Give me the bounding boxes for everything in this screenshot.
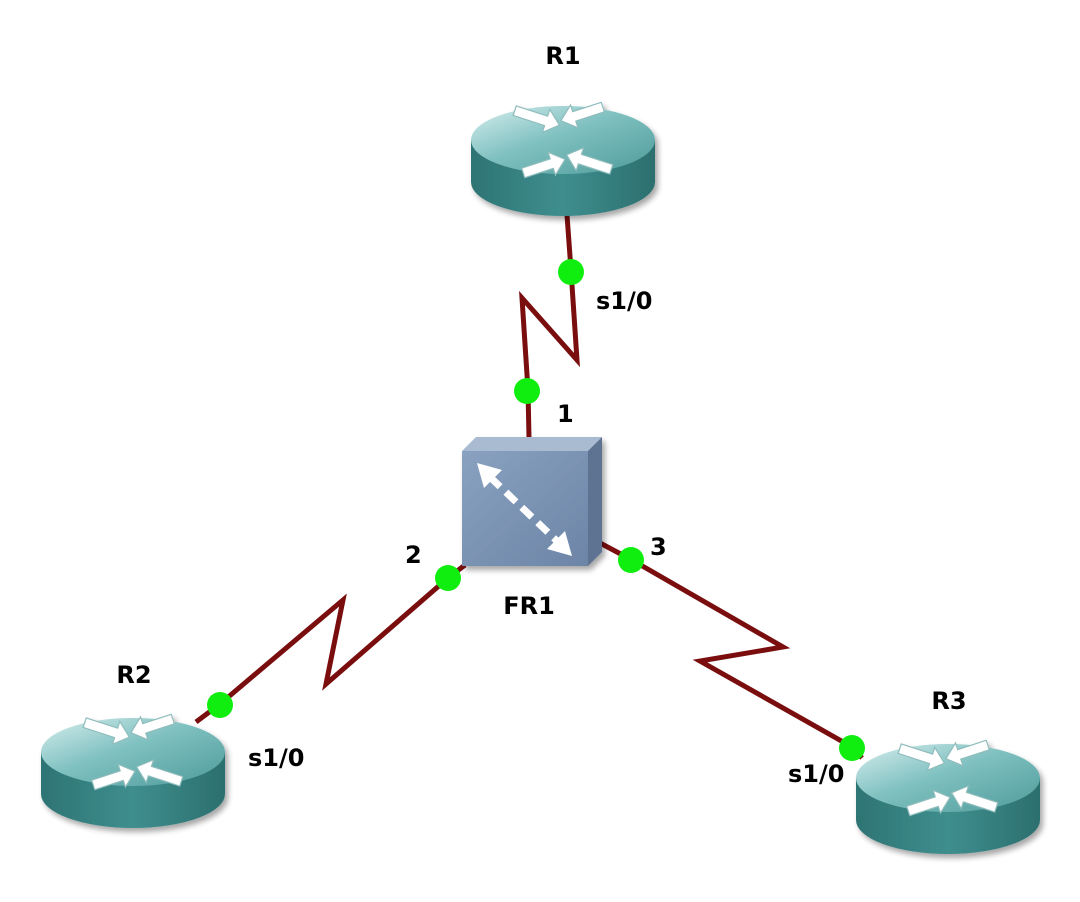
port-dot-r1-s1-0[interactable] bbox=[558, 259, 584, 285]
router-icon bbox=[41, 707, 225, 828]
node-label-r2: R2 bbox=[116, 661, 151, 689]
port-label-fr1-2: 2 bbox=[405, 541, 422, 569]
port-dot-r3-s1-0[interactable] bbox=[839, 735, 865, 761]
port-label-r1-s1-0: s1/0 bbox=[596, 287, 652, 315]
router-icon bbox=[471, 95, 655, 216]
link-r2-fr1-line[interactable] bbox=[194, 563, 467, 724]
link-r2-fr1[interactable] bbox=[194, 563, 467, 724]
port-label-fr1-1: 1 bbox=[557, 400, 574, 428]
node-label-fr1: FR1 bbox=[503, 592, 555, 620]
link-r3-fr1-line[interactable] bbox=[598, 540, 864, 760]
port-label-r3-s1-0: s1/0 bbox=[788, 760, 844, 788]
frame-relay-switch-icon bbox=[462, 437, 602, 566]
frame-relay-switch-fr1[interactable] bbox=[462, 437, 602, 566]
router-r1[interactable] bbox=[471, 95, 655, 216]
port-dot-fr1-1[interactable] bbox=[514, 378, 540, 404]
link-r3-fr1[interactable] bbox=[598, 540, 864, 760]
node-label-r3: R3 bbox=[931, 687, 966, 715]
port-dot-fr1-2[interactable] bbox=[435, 565, 461, 591]
router-r2[interactable] bbox=[41, 707, 225, 828]
port-dot-r2-s1-0[interactable] bbox=[207, 692, 233, 718]
port-label-fr1-3: 3 bbox=[650, 533, 667, 561]
node-label-r1: R1 bbox=[545, 42, 580, 70]
router-r3[interactable] bbox=[856, 733, 1040, 854]
router-icon bbox=[856, 733, 1040, 854]
port-label-r2-s1-0: s1/0 bbox=[248, 744, 304, 772]
port-dot-fr1-3[interactable] bbox=[618, 547, 644, 573]
